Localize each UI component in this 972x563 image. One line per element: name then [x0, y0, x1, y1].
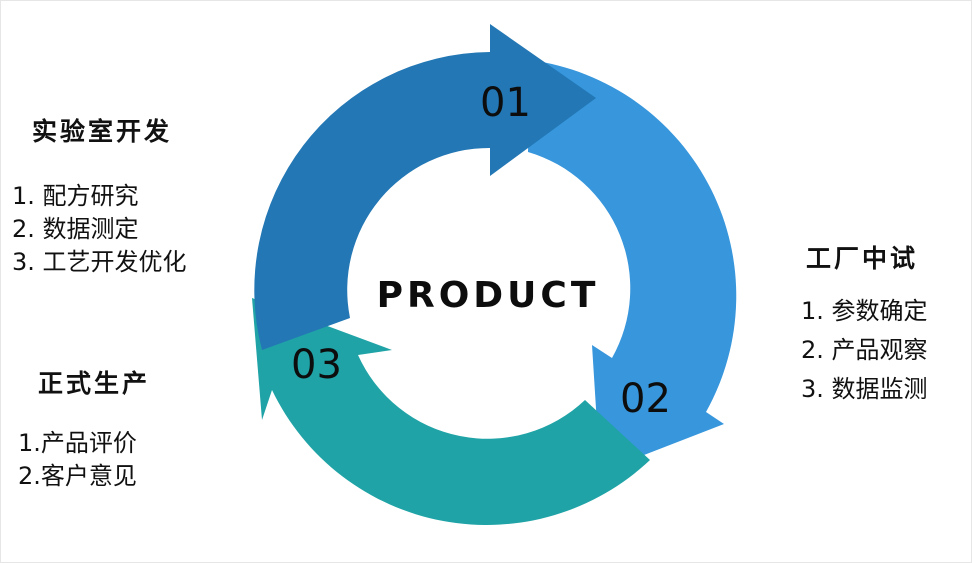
stage-02-item: 1. 参数确定 — [801, 297, 928, 325]
stage-02-text: 工厂中试 — [806, 243, 918, 275]
stage-01-text: 实验室开发 — [32, 116, 172, 148]
stage-01-item: 1. 配方研究 — [12, 182, 139, 210]
stage-02-list: 1. 参数确定 2. 产品观察 3. 数据监测 — [801, 292, 928, 409]
stage-02-title: 工厂中试 — [806, 244, 919, 273]
stage-01-title: 实验室开发 — [32, 117, 173, 146]
stage-03-title: 正式生产 — [38, 369, 151, 398]
center-label: PRODUCT — [377, 275, 600, 316]
stage-03-list: 1.产品评价 2.客户意见 — [18, 427, 137, 493]
stage-02-number: 02 — [620, 376, 671, 422]
stage-01-item: 3. 工艺开发优化 — [12, 248, 187, 276]
stage-03-item: 1.产品评价 — [18, 429, 137, 457]
stage-01-number: 01 — [480, 80, 531, 126]
stage-02-item: 2. 产品观察 — [801, 336, 928, 364]
stage-02-item: 3. 数据监测 — [801, 375, 928, 403]
stage-03-item: 2.客户意见 — [18, 462, 137, 490]
stage-02-arrow — [528, 60, 737, 472]
stage-03-arrow — [252, 298, 650, 525]
stage-01-arrow — [254, 24, 596, 350]
stage-03-number: 03 — [291, 342, 342, 388]
stage-01-list: 1. 配方研究 2. 数据测定 3. 工艺开发优化 — [12, 180, 187, 279]
stage-01-item: 2. 数据测定 — [12, 215, 139, 243]
stage-03-text: 正式生产 — [38, 368, 150, 400]
